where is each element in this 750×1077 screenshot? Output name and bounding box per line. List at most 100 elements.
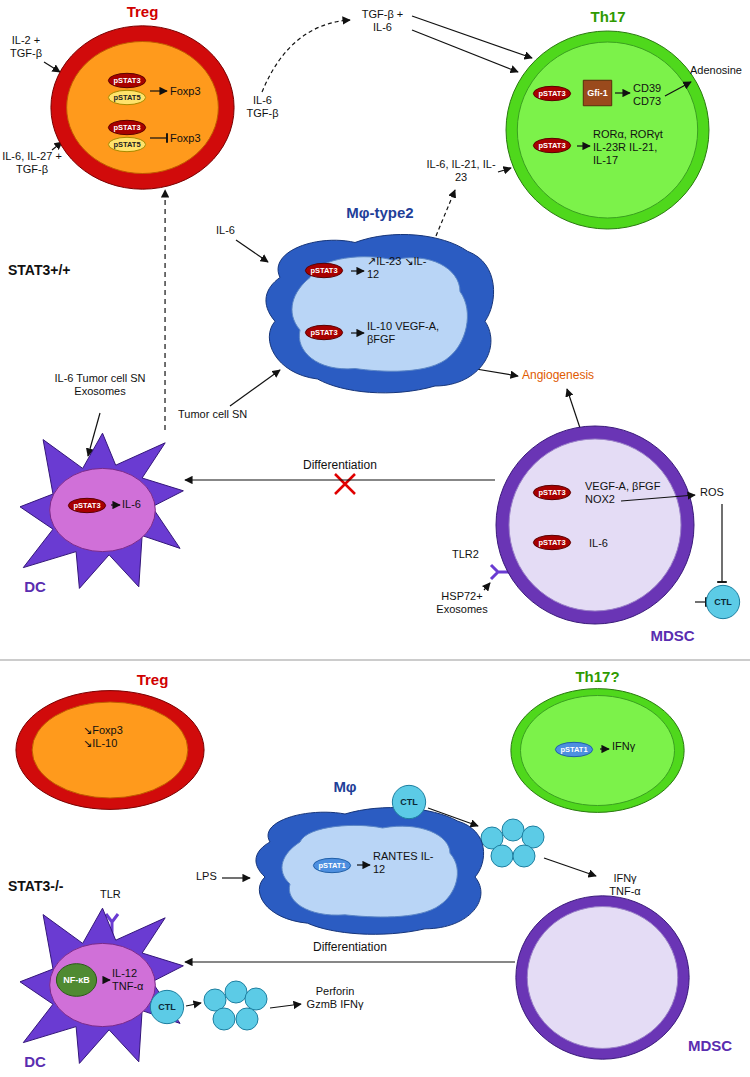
treg-cell: Treg↘Foxp3 ↘IL-10 [15,690,205,810]
arrow-line [222,877,250,878]
treg-cell: TregFoxp3Foxp3pSTAT3pSTAT5pSTAT3pSTAT5 [50,25,235,190]
cytokine-label: IL-6 [216,224,244,237]
molecule-label: CTL [158,1002,176,1013]
process-label: Angiogenesis [522,368,602,382]
cell-outline [495,425,695,625]
arrow-line [544,858,596,876]
molecule-label: pSTAT1 [560,745,587,754]
cell-name: MDSC [645,627,700,645]
gene-label: ↘Foxp3 ↘IL-10 [83,724,143,750]
inner-arrows [20,905,185,1065]
gene-label: ↗IL-23 ↘IL-12 [367,255,432,281]
arrow-line [436,190,455,236]
cytokine-label: IL-2 + TGF-β [2,34,50,60]
cell-name: DC [20,578,50,596]
arrow-line [484,583,490,590]
section-label: STAT3+/+ [8,262,98,279]
arrow-connector [185,961,515,962]
th17-cell: Th17CD39 CD73RORα, RORγt IL-23R IL-21, I… [505,30,710,230]
inner-arrows [510,688,685,813]
inner-arrows [495,425,695,625]
cell-name: Mφ-type2 [330,204,430,222]
pstat3-molecule: pSTAT3 [68,498,106,513]
inhibition-line [695,601,706,602]
molecule-label: pSTAT1 [318,861,345,870]
gene-label: Foxp3 [170,132,220,145]
arrow-line [230,370,280,406]
pstat3-molecule: pSTAT3 [108,120,146,135]
gene-label: IL-6 [122,498,162,511]
gene-label: VEGF-A, βFGF NOX2 [585,480,670,506]
cell-name: Treg [125,671,180,689]
stimulus-label: LPS [196,870,222,883]
cytokine-label: IL-6 TGF-β [240,94,285,120]
arrow-line [498,168,511,172]
dendritic-cell: DCIL-12 TNF-αNF-κB [20,905,185,1065]
stimulus-label: HSP72+ Exosomes [432,590,492,616]
molecule-label: pSTAT5 [113,140,140,149]
inner-arrows [255,225,505,400]
effector-cell-cluster [213,1008,235,1030]
cell-name: Mφ [325,778,365,796]
cytokine-label: IFNγ TNF-α [600,872,650,898]
macrophage-cell: MφRANTES IL-12pSTAT1 [245,800,495,940]
stimulus-label: Tumor cell SN [178,408,258,421]
gene-label: IFNγ [612,740,652,753]
pstat3-molecule: pSTAT3 [108,73,146,88]
molecule-label: pSTAT3 [538,141,565,150]
arrow-line [412,30,518,72]
cell-outline [245,800,495,940]
pstat3-molecule: pSTAT3 [533,535,571,550]
cell-outline [15,690,205,810]
cytokine-label: IL-6, IL-27 + TGF-β [2,150,62,176]
gene-label: IL-10 VEGF-A, βFGF [367,320,452,346]
section-label: STAT3-/- [8,878,98,895]
arrow-connector [185,479,495,480]
molecule-label: pSTAT3 [113,76,140,85]
cell-name: Th17 [573,8,643,26]
pstat3-molecule: pSTAT3 [305,263,343,278]
effector-cell-cluster [513,845,535,867]
molecule-label: pSTAT3 [310,328,337,337]
cell-outline [255,225,505,400]
effector-cell-cluster [225,981,247,1003]
molecule-label: Gfi-1 [587,88,608,99]
product-label: Adenosine [690,64,746,77]
cell-outline [515,895,690,1060]
cell-name: Th17? [560,668,635,686]
dendritic-cell: DCIL-6pSTAT3 [20,430,185,590]
cytokine-label: TGF-β + IL-6 [355,8,410,34]
stimulus-label: IL-6 Tumor cell SN Exosomes [50,372,150,398]
pstat3-molecule: pSTAT3 [533,138,571,153]
molecule-label: pSTAT3 [73,501,100,510]
gene-label: Foxp3 [170,85,220,98]
molecule-label: pSTAT5 [113,93,140,102]
cell-name: MDSC [685,1037,735,1055]
effector-cell-cluster [245,988,267,1010]
effector-cell-cluster [502,819,524,841]
arrow-line [721,504,722,582]
th17-cell: Th17?IFNγpSTAT1 [510,688,685,813]
pstat3-molecule: pSTAT3 [533,86,571,101]
ctl-cell: CTL [706,585,740,619]
inner-arrows [50,25,235,190]
gene-label: RORα, RORγt IL-23R IL-21, IL-17 [593,128,673,167]
mdsc-cell: MDSC [515,895,690,1060]
pstat5-molecule: pSTAT5 [108,90,146,105]
gfi1-box: Gfi-1 [583,80,612,106]
molecule-label: pSTAT3 [538,89,565,98]
nfkb-molecule: NF-κB [56,963,97,997]
product-label: ROS [700,486,730,499]
arrow-line [44,62,60,72]
cell-outline [50,25,235,190]
section-divider [0,660,750,661]
pstat3-molecule: pSTAT3 [533,485,571,500]
effector-cell-cluster [236,1008,258,1030]
pstat1-molecule: pSTAT1 [313,858,351,873]
molecule-label: CTL [400,797,418,808]
gene-label: CD39 CD73 [633,82,688,108]
arrow-line [236,240,268,262]
cell-outline [510,688,685,813]
arrow-line [262,20,350,92]
